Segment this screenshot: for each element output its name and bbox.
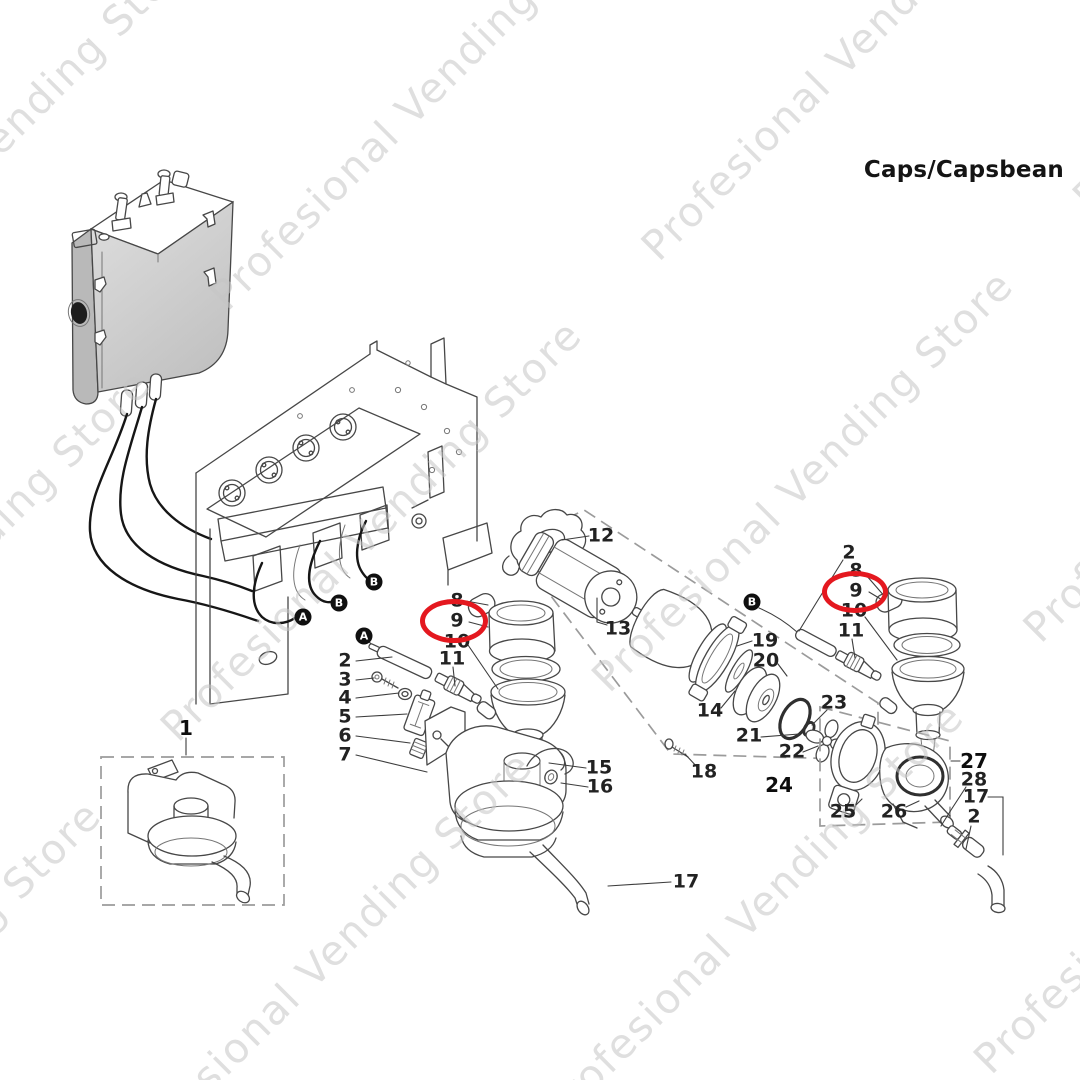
part1-assembly bbox=[100, 756, 285, 906]
chassis-hoses bbox=[252, 519, 373, 625]
motor-pump-group bbox=[502, 508, 879, 763]
right-mixing-cups bbox=[875, 577, 965, 758]
chassis-dials bbox=[218, 413, 357, 507]
boiler-fittings bbox=[71, 169, 190, 249]
pump-discs bbox=[732, 666, 849, 763]
pump-housing-group bbox=[819, 705, 1006, 914]
leader-lines bbox=[185, 535, 1004, 887]
boiler-wires bbox=[88, 397, 260, 623]
left-injector bbox=[434, 672, 482, 704]
chassis-frame bbox=[195, 337, 493, 705]
boiler-connectors bbox=[119, 373, 163, 417]
dispenser-body bbox=[424, 706, 590, 916]
boiler-unit bbox=[67, 169, 234, 417]
left-plunger-assembly bbox=[368, 641, 482, 760]
right-plunger-assembly bbox=[758, 607, 882, 681]
page-title: Caps/Capsbean bbox=[863, 157, 1064, 183]
